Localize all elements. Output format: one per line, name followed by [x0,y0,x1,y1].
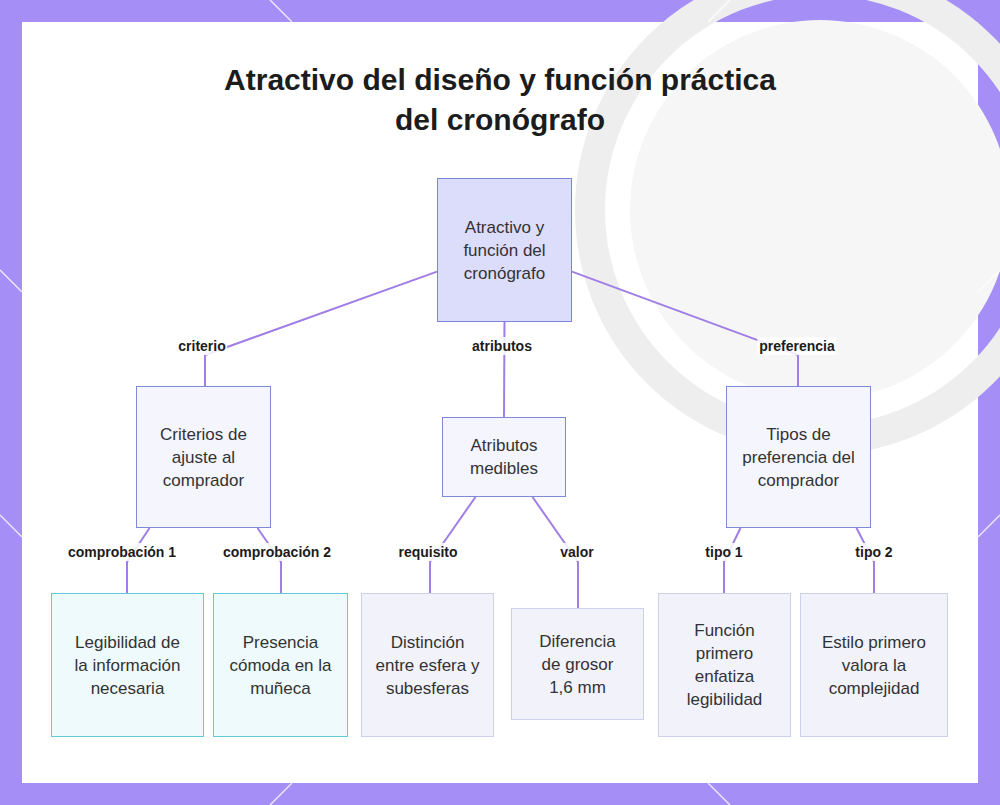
connector-line [572,272,798,386]
node-text: Legibilidad de la información necesaria [68,631,188,700]
diagram-title: Atractivo del diseño y función práctica … [200,60,800,140]
edge-label: atributos [470,337,534,355]
concept-box: Distinción entre esfera y subesferas [361,593,494,737]
concept-box: Tipos de preferencia del comprador [726,386,871,528]
concept-box: Criterios de ajuste al comprador [136,386,271,528]
edge-label: comprobación 2 [221,543,333,561]
node-text: Criterios de ajuste al comprador [149,423,259,492]
edge-label: valor [558,543,595,561]
concept-box: Estilo primero valora la complejidad [800,593,948,737]
edge-label: criterio [176,337,227,355]
concept-box: Función primero enfatiza legibilidad [658,593,791,737]
concept-box: Diferencia de grosor 1,6 mm [511,608,644,720]
concept-box: Presencia cómoda en la muñeca [213,593,348,737]
node-text: Distinción entre esfera y subesferas [373,631,483,700]
edge-label: requisito [396,543,459,561]
root-box: Atractivo y función del cronógrafo [437,178,572,322]
edge-label: tipo 2 [853,543,894,561]
concept-box: Atributos medibles [442,417,566,497]
edge-label: comprobación 1 [66,543,178,561]
concept-box: Legibilidad de la información necesaria [51,593,204,737]
node-text: Diferencia de grosor 1,6 mm [528,630,628,699]
edge-label: preferencia [757,337,836,355]
node-text: Función primero enfatiza legibilidad [672,619,777,711]
node-text: Estilo primero valora la complejidad [812,631,937,700]
node-text: Tipos de preferencia del comprador [739,423,859,492]
connector-line [205,272,437,386]
node-text: Atributos medibles [451,434,557,480]
node-text: Atractivo y función del cronógrafo [450,216,560,285]
edge-label: tipo 1 [703,543,744,561]
node-text: Presencia cómoda en la muñeca [228,631,333,700]
